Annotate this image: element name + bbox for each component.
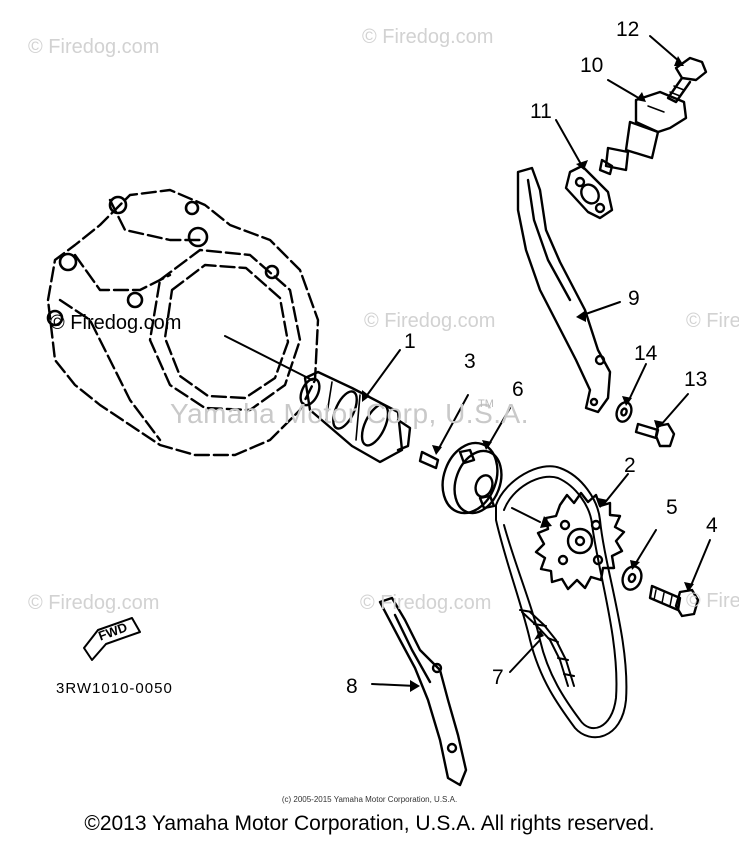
leader-chain (511, 507, 541, 523)
washer (621, 565, 643, 591)
callout-5: 5 (666, 496, 678, 519)
leader-5 (633, 529, 657, 567)
copyright-footer: ©2013 Yamaha Motor Corporation, U.S.A. A… (84, 812, 655, 835)
leader-11 (555, 119, 583, 167)
callout-14: 14 (634, 342, 658, 365)
small-copyright: (c) 2005-2015 Yamaha Motor Corporation, … (281, 795, 458, 804)
guide-bolt (634, 422, 676, 448)
callout-7: 7 (492, 666, 504, 689)
callout-3: 3 (464, 350, 476, 373)
watermark-firedog: © Firedog.com (28, 36, 160, 58)
callout-1: 1 (404, 330, 416, 353)
callout-12: 12 (616, 18, 640, 41)
guide-washer (615, 401, 633, 423)
callout-13: 13 (684, 368, 708, 391)
leader-camshaft-to-head (224, 335, 313, 381)
watermark-tm: TM (478, 398, 494, 410)
callout-6: 6 (512, 378, 524, 401)
chain-guide-lower (378, 596, 468, 787)
watermark-yamaha: Yamaha Motor Corp, U.S.A. (170, 398, 529, 429)
callout-10: 10 (580, 54, 604, 77)
callout-arrowheads (362, 56, 694, 692)
cam-plate (441, 441, 503, 515)
watermark-firedog: © Firedog.com (28, 592, 160, 614)
watermark-firedog: © Firedog.com (364, 310, 496, 332)
camshaft (299, 370, 412, 464)
dowel-pin (418, 450, 440, 470)
callout-2: 2 (624, 454, 636, 477)
watermark-firedog-partial: © Fire (686, 310, 739, 332)
leader-14 (627, 363, 647, 403)
tensioner-bolt (666, 56, 708, 104)
watermark-firedog: © Firedog.com (360, 592, 492, 614)
chain-guide-upper (516, 166, 612, 414)
chain-tensioner (598, 90, 688, 176)
leader-3 (437, 394, 469, 451)
leader-12 (649, 35, 681, 63)
leader-9 (579, 301, 621, 317)
cylinder-head (46, 188, 320, 457)
cylinder-head-bolt-bosses (46, 195, 280, 327)
leader-7 (509, 639, 541, 673)
leader-1 (364, 349, 401, 399)
callout-9: 9 (628, 287, 640, 310)
sprocket-bolt (648, 584, 700, 618)
leader-8 (371, 683, 417, 687)
callout-leaders (364, 35, 711, 687)
callout-8: 8 (346, 675, 358, 698)
leader-10 (607, 79, 643, 101)
watermark-firedog-partial: © Fire (686, 590, 739, 612)
leader-4 (689, 539, 711, 589)
tensioner-gasket (564, 164, 614, 220)
leader-13 (659, 393, 689, 427)
watermark-firedog: © Firedog.com (362, 26, 494, 48)
diagram-code: 3RW1010-0050 (56, 680, 173, 697)
callout-11: 11 (530, 100, 552, 123)
callout-4: 4 (706, 514, 718, 537)
chain-section (519, 609, 575, 687)
leader-6 (487, 407, 511, 447)
cam-sprocket (534, 491, 626, 591)
fwd-arrow-icon (83, 617, 141, 661)
watermark-firedog-overlay: © Firedog.com (50, 312, 182, 334)
cam-chain (495, 465, 628, 739)
